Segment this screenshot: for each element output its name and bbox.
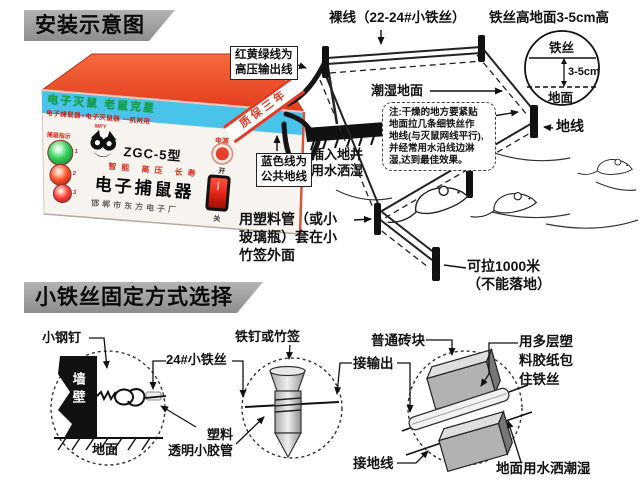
insert-line1: 插入地并 [311, 147, 364, 162]
small-tube-label: 塑料 透明小胶管 [165, 427, 233, 458]
wire-net [319, 46, 538, 268]
circle-gap-label: 3-5cm [568, 66, 600, 78]
dry-area-note: 注:干燥的地方要紧贴 地面拉几条细铁丝作 地线(与灭鼠网线平行), 并经常用水沿… [382, 102, 496, 172]
power-knob [212, 143, 233, 165]
insert-ground-label: 插入地并 用水洒湿 [311, 147, 363, 178]
tape-line2: 料胶纸包 [519, 352, 573, 368]
pull-length-label: 可拉1000米 （不能落地） [467, 257, 551, 293]
install-banner: 安装示意图 [24, 10, 175, 41]
output-wire-label: 红黄绿线为 高压输出线 [230, 46, 298, 80]
bare-wire-label: 裸线（22-24#小铁丝） [329, 10, 466, 25]
power-switch [205, 174, 231, 212]
pull-line1: 可拉1000米 [467, 258, 541, 274]
fix-brick-circle [401, 349, 533, 472]
switch-off-label: 关 [212, 215, 221, 224]
leader-lines-bottom [89, 337, 522, 464]
steel-nail-label: 小钢钉 [42, 330, 82, 345]
small-tube-line2: 透明小胶管 [167, 442, 233, 458]
ground-arcs [335, 149, 639, 229]
fix-peg-circle [241, 357, 343, 459]
brick-label: 普通砖块 [371, 333, 425, 348]
blue-wire-label: 蓝色线为 公共地线 [256, 153, 312, 187]
light-digit-3: 3 [72, 189, 77, 197]
connect-ground-label: 接地线 [353, 456, 394, 471]
net-posts [322, 35, 538, 281]
height-detail-circle [524, 30, 600, 106]
owl-logo-icon [86, 128, 119, 168]
wet-ground-label: 地面用水洒潮湿 [496, 461, 591, 476]
output-wire-line2: 高压输出线 [235, 63, 293, 76]
ground-label-circle1: 地面 [92, 442, 119, 457]
insert-line2: 用水洒湿 [311, 162, 364, 178]
small-tube-line1: 塑料 [206, 427, 233, 442]
damp-ground-label: 潮湿地面 [371, 83, 424, 98]
circle-ground-label: 地面 [548, 91, 574, 105]
red-indicator-light-2 [52, 183, 73, 204]
iron-wire-label: 24#小铁丝 [166, 352, 227, 367]
wire-height-label: 铁丝高地面3-5cm高 [489, 10, 610, 25]
output-wire-line1: 红黄绿线为 [235, 49, 293, 61]
light-digit-2: 2 [72, 170, 77, 178]
device-front-panel: 捕鼠指示 1 2 3 MFY ZGC-5型 智能 高压 长寿 电子捕鼠器 邯郸市… [31, 96, 299, 249]
nail-or-stick-label: 铁钉或竹签 [235, 329, 301, 344]
tape-line3: 住铁丝 [519, 371, 560, 387]
device-model: ZGC-5型 [123, 144, 183, 164]
note-line1: 注:干燥的地方要紧贴 [389, 107, 478, 118]
light-digit-1: 1 [74, 148, 79, 156]
note-line3: 地线(与灭鼠网线平行), [389, 130, 484, 142]
tape-wrap-label: 用多层塑 料胶纸包 住铁丝 [519, 333, 573, 390]
tape-line1: 用多层塑 [519, 334, 573, 349]
blue-wire-line1: 蓝色线为 [261, 156, 307, 168]
note-line2: 地面拉几条细铁丝作 [389, 118, 475, 130]
leader-lines-top [273, 30, 554, 269]
blue-wire-line2: 公共地线 [261, 170, 307, 183]
tube-line3: 竹签外面 [239, 247, 295, 264]
pull-line2: （不能落地） [467, 276, 551, 293]
green-indicator-light [46, 138, 75, 167]
wall-label: 墙壁 [70, 372, 86, 408]
tube-line2: 玻璃瓶）套在小 [239, 229, 337, 246]
plastic-tube-label: 用塑料管（或小 玻璃瓶）套在小 竹签外面 [239, 210, 337, 265]
connect-output-label: 接输出 [353, 356, 394, 371]
fixing-banner: 小铁丝固定方式选择 [24, 282, 263, 313]
note-line5: 湿,达到最佳效果。 [389, 154, 468, 166]
circle-wire-label: 铁丝 [549, 41, 575, 55]
ground-wire-label: 地线 [556, 118, 584, 134]
tube-line1: 用塑料管（或小 [239, 211, 337, 227]
note-line4: 并经常用水沿线边淋 [389, 142, 475, 154]
